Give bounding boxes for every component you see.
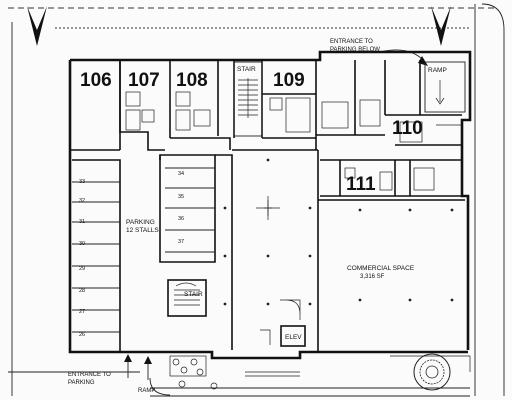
north-arrow-left-icon: [27, 6, 47, 46]
stall-28: 28: [79, 288, 85, 294]
entrance-bottom-label-2: PARKING: [68, 380, 95, 386]
commercial-label-1: COMMERCIAL SPACE: [347, 265, 415, 272]
stall-30: 30: [79, 241, 85, 247]
stair-top-label: STAIR: [237, 66, 256, 73]
commercial-label-2: 3,316 SF: [360, 274, 385, 280]
stall-37: 37: [178, 239, 184, 245]
parking-label-1: PARKING: [126, 219, 155, 226]
unit-106-label: 106: [80, 70, 112, 91]
courtyard: [215, 149, 319, 352]
ramp-top: [424, 61, 466, 113]
stall-31: 31: [79, 219, 85, 225]
unit-107-label: 107: [128, 70, 160, 91]
elevator: [280, 325, 306, 347]
stall-27: 27: [79, 309, 85, 315]
unit-110-label: 110: [392, 118, 423, 139]
commercial-space: [318, 199, 465, 302]
parking-area: [72, 154, 216, 352]
ramp-bottom-label: RAMP: [138, 388, 155, 394]
building-outline: [68, 50, 472, 360]
entrance-bottom-label-1: ENTRANCE TO: [68, 372, 111, 378]
stall-36: 36: [178, 216, 184, 222]
stair-top: [233, 61, 263, 137]
unit-111-label: 111: [346, 174, 376, 195]
stall-33: 33: [79, 179, 85, 185]
unit-108-label: 108: [176, 70, 208, 91]
ramp-top-label: RAMP: [428, 67, 447, 74]
parking-label-2: 12 STALLS: [126, 227, 159, 234]
entrance-top-label-2: PARKING BELOW: [330, 47, 380, 53]
stall-26: 26: [79, 332, 85, 338]
planters: [149, 355, 471, 396]
north-arrow-right-icon: [431, 6, 451, 46]
sun-logo-icon: [413, 353, 451, 391]
entrance-arrow-bottom-icon: [124, 354, 152, 380]
stall-34: 34: [178, 171, 184, 177]
stair-bottom-label: STAIR: [184, 291, 203, 298]
stall-29: 29: [79, 266, 85, 272]
unit-109-label: 109: [273, 70, 305, 91]
elevator-label: ELEV: [285, 334, 302, 341]
entrance-top-label-1: ENTRANCE TO: [330, 39, 373, 45]
stair-bottom: [167, 279, 207, 317]
stall-32: 32: [79, 198, 85, 204]
site-boundary: [8, 3, 505, 397]
stall-35: 35: [178, 194, 184, 200]
unit-fixtures: [125, 91, 462, 191]
